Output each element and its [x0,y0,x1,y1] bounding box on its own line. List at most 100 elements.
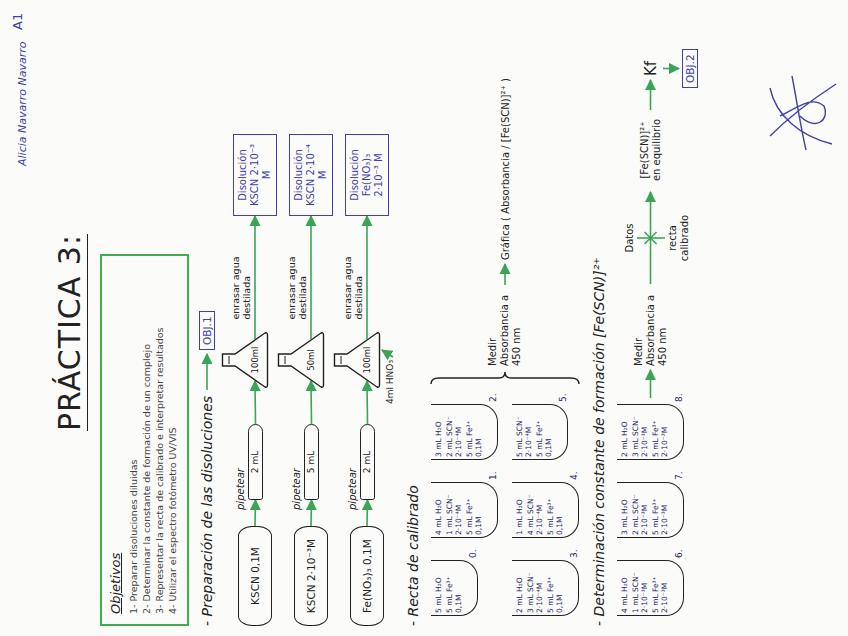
test-tube: 2 mL H₂O3 mL SCN⁻ 2·10⁻³M5 mL Fe³⁺ 2·10⁻… [617,404,684,460]
node-text: 50ml [277,330,316,390]
connector-arrow [310,216,312,339]
node-text: 5 mL Fe³⁺ 0,1M [445,563,463,613]
tube-number: 8. [674,393,684,402]
pipette: pipetear2 mL [234,416,263,512]
node-text: KSCN 2·10⁻³M [305,531,317,621]
tube-number: 5. [558,393,568,402]
tube-number: 3. [569,549,579,558]
action-text: pipetear [346,416,359,512]
node-text: 3 mL SCN⁻ 2·10⁻⁴M [526,563,544,613]
flask-mark [341,356,342,364]
node-text: 5 mL Fe³⁺ 0,1M [535,407,553,457]
node-text: Disolución KSCN 2·10⁻⁴ M [293,139,329,211]
node-text: 5 mL Fe³⁺ 0,1M [465,407,483,457]
page-title: PRÁCTICA 3: [52,234,88,431]
objective-item: 3- Representar la recta de calibrado e i… [153,266,166,614]
edge-label: enrasar agua destilada [286,235,308,321]
node-text: 100ml [333,330,372,390]
result-text: [Fe(SCN)]²⁺ en equilibrio [639,114,663,186]
step-arrow [650,370,652,398]
node-text: KSCN 0,1M [249,531,261,621]
node-text: 3 mL H₂O [620,485,629,535]
node-text: 5 mL Fe³⁺ 0,1M [546,485,564,535]
tube-number: 7. [674,471,684,480]
objective-item: 4- Utilizar el espectro fotómetro UV/VIS [166,266,179,614]
pipette-body: 5 mL [304,424,319,500]
node-text: 5 mL Fe³⁺ 0,1M [465,485,483,535]
node-text: 5 mL Fe³⁺ 2·10⁻³M [651,485,669,535]
node-text: 2 mL H₂O [620,407,629,457]
result-text: Gráfica ( Absorbancia / [Fe(SCN)]²⁺ ) [500,78,511,260]
test-tube: 4 mL H₂O1 mL SCN⁻ 2·10⁻⁴M5 mL Fe³⁺ 0,1M [431,482,498,538]
solution-box: Disolución Fe(NO₃)₃ 2·10⁻³ M [345,134,389,216]
connector-arrow [310,381,312,424]
connector-arrow [366,381,368,424]
section-heading: - Preparación de las disoluciones [199,396,215,626]
node-text: 3 mL H₂O [434,407,443,457]
node-text: 1 mL SCN⁻ 2·10⁻³M [631,563,649,613]
connector-arrow [310,500,312,526]
node-text: Fe(NO₃)₃ 0,1M [361,531,373,621]
signature-scribble [770,76,836,150]
curly-brace [431,372,579,384]
node-text: 1 mL SCN⁻ 2·10⁻⁴M [445,485,463,535]
flask-outline [277,330,325,390]
objective-tag: OBJ.2 [682,49,698,88]
step-arrow [663,68,679,70]
node-text: 5 mL Fe³⁺ 0,1M [546,563,564,613]
node-text: 2 mL H₂O [515,563,524,613]
node-text: 5 mL H₂O [434,563,443,613]
objectives-box: Objetivos1- Preparar disoluciones diluid… [100,254,189,626]
volume-text: 2 mL [361,425,374,499]
connector-arrow [366,216,368,339]
node-text: 4 mL H₂O [620,563,629,613]
merge-line [645,232,657,244]
objective-item: 1- Preparar disoluciones diluidas [127,266,140,614]
edge-label: enrasar agua destilada [230,235,252,321]
test-tube: 3 mL H₂O2 mL SCN⁻ 2·10⁻³M5 mL Fe³⁺ 2·10⁻… [617,482,684,538]
node-text: OBJ.2 [684,54,696,83]
solution-box: Disolución KSCN 2·10⁻⁴ M [289,134,333,216]
constant-symbol: Kf [642,61,660,76]
volumetric-flask: 100ml [333,330,381,390]
node-text: 4 mL H₂O [434,485,443,535]
reagent-beaker: KSCN 0,1M [238,526,272,626]
volume-text: 2 mL [249,425,262,499]
node-text: 5 mL Fe³⁺ 2·10⁻³M [651,563,669,613]
test-tube: 3 mL H₂O2 mL SCN⁻ 2·10⁻⁴M5 mL Fe³⁺ 0,1M [431,404,498,460]
heading-arrow [206,354,208,390]
pipette-body: 2 mL [248,424,263,500]
connector-arrow [254,381,256,424]
objective-item: 2- Determinar la constante de formación … [140,266,153,614]
pipette: pipetear2 mL [346,416,375,512]
data-label: Datos [624,223,635,252]
flask-outline [223,333,268,388]
flask-outline [279,333,324,388]
merge-line [645,232,657,244]
test-tube: 5 mL H₂O5 mL Fe³⁺ 0,1M [431,560,478,616]
action-text: pipetear [234,416,247,512]
reagent-beaker: Fe(NO₃)₃ 0,1M [350,526,384,626]
flask-outline [221,330,269,390]
section-heading: - Recta de calibrado [405,485,421,626]
pipette: pipetear5 mL [290,416,319,512]
section-heading: - Determinación constante de formación [… [591,257,607,626]
reagent-beaker: KSCN 2·10⁻³M [294,526,328,626]
node-text: 2 mL SCN⁻ 2·10⁻³M [631,485,649,535]
author-name: Alicia Navarro Navarro [16,42,29,166]
volumetric-flask: 50ml [277,330,325,390]
test-tube: 1 mL H₂O4 mL SCN⁻ 2·10⁻⁴M5 mL Fe³⁺ 0,1M [512,482,579,538]
group-code: A1 [10,13,25,30]
node-text: 3 mL SCN⁻ 2·10⁻³M [631,407,649,457]
step-arrow [650,80,652,110]
reagent-arrow [382,350,393,357]
connector-arrow [254,216,256,339]
step-arrow [504,264,506,285]
volume-text: 5 mL [305,425,318,499]
step-text: Medir Absorbancia a 450 nm [633,290,669,366]
tube-number: 1. [488,471,498,480]
objective-tag: OBJ.1 [199,311,215,350]
step-text: Medir Absorbancia a 450 nm [487,290,523,366]
